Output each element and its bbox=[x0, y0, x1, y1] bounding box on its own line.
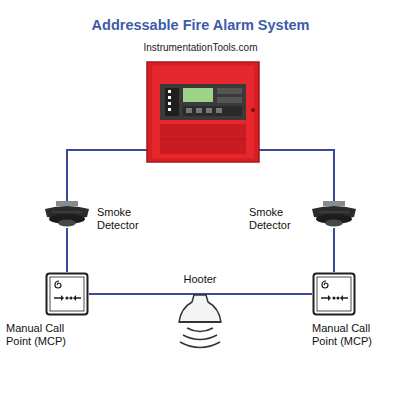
smoke-detector-node: Smoke Detector bbox=[42, 200, 92, 228]
loop-wire bbox=[67, 150, 148, 202]
device-label: Hooter bbox=[165, 273, 235, 286]
loop-wire bbox=[258, 150, 334, 202]
device-label: Smoke Detector bbox=[97, 206, 153, 232]
watermark-text: InstrumentationTools.com bbox=[0, 42, 401, 53]
smoke-detector-symbol bbox=[42, 200, 92, 228]
fire-alarm-panel bbox=[147, 62, 259, 162]
hooter-node: Hooter bbox=[175, 290, 225, 352]
device-label: Manual Call Point (MCP) bbox=[312, 322, 392, 348]
manual-call-point-node: Manual Call Point (MCP) bbox=[45, 272, 89, 316]
manual-call-point-symbol bbox=[45, 272, 89, 316]
diagram-title: Addressable Fire Alarm System bbox=[0, 17, 401, 33]
loop-wire-connector bbox=[89, 293, 175, 295]
manual-call-point-node: Manual Call Point (MCP) bbox=[312, 272, 356, 316]
device-label: Manual Call Point (MCP) bbox=[6, 322, 86, 348]
device-label: Smoke Detector bbox=[249, 206, 305, 232]
smoke-detector-symbol bbox=[309, 200, 359, 228]
smoke-detector-node: Smoke Detector bbox=[309, 200, 359, 228]
hooter-symbol bbox=[175, 290, 225, 352]
loop-wire-connector bbox=[333, 228, 335, 272]
loop-wire-connector bbox=[66, 228, 68, 272]
loop-wire-connector bbox=[225, 293, 312, 295]
manual-call-point-symbol bbox=[312, 272, 356, 316]
